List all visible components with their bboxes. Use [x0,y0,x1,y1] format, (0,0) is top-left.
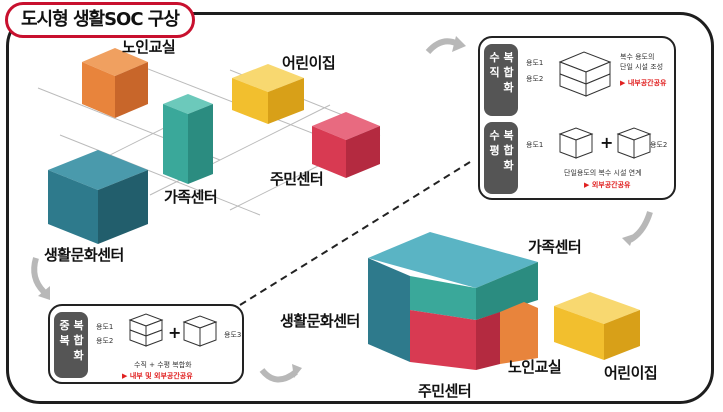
mixed-tag-a: 중복 [59,319,70,347]
vertical-desc: 복수 용도의 단일 시설 조성 [620,53,664,71]
mixed-use3: 용도3 [224,331,242,339]
stacked-box-icon [558,51,612,97]
horizontal-tag-b: 복합화 [503,129,514,172]
dashed-connector [239,161,471,306]
mixed-result: ▶ 내부 및 외부공간공유 [122,372,193,380]
merged-label-culture-center: 생활문화센터 [280,312,360,330]
mixed-complexation-panel: 중복 복합화 용도1 용도2 + 용도3 수직 + 수평 복합화 ▶ 내부 및 … [48,304,244,384]
vertical-use1: 용도1 [526,59,544,67]
daycare-box [232,64,304,124]
mixed-tag: 중복 복합화 [54,312,88,378]
merged-label-daycare: 어린이집 [604,364,658,382]
vertical-tag-a: 수직 [489,51,500,79]
complexation-panel: 수직 복합화 용도1 용도2 복수 용도의 단일 시설 조성 ▶ 내부공간공유 … [478,36,676,200]
vertical-use2: 용도2 [526,75,544,83]
merged-label-family-center: 가족센터 [528,238,582,256]
side-by-side-box-icon: + [558,127,652,159]
merged-label-resident-center: 주민센터 [418,382,472,400]
horizontal-result: ▶ 외부공간공유 [584,181,631,189]
mixed-tag-b: 복합화 [73,319,84,362]
senior-class-cube [82,48,148,118]
horizontal-use2: 용도2 [650,141,668,149]
horizontal-tag-a: 수평 [489,129,500,157]
label-family-center: 가족센터 [164,188,218,206]
horizontal-desc: 단일용도의 복수 시설 연계 [564,169,642,177]
family-center-box [163,94,213,184]
mixed-box-icon: + [128,313,218,347]
vertical-tag: 수직 복합화 [484,44,518,116]
vertical-tag-b: 복합화 [503,51,514,94]
horizontal-tag: 수평 복합화 [484,122,518,194]
merged-label-senior-class: 노인교실 [508,358,562,376]
diagram-frame [6,12,714,404]
arrow-heads [38,36,634,378]
culture-center-cube [48,150,148,244]
label-senior-class: 노인교실 [122,38,176,56]
label-daycare: 어린이집 [282,54,336,72]
mixed-desc: 수직 + 수평 복합화 [134,361,192,369]
vertical-result: ▶ 내부공간공유 [620,79,667,87]
horizontal-use1: 용도1 [526,141,544,149]
svg-text:+: + [600,133,613,152]
label-resident-center: 주민센터 [270,170,324,188]
page-title: 도시형 생활SOC 구상 [5,2,195,38]
resident-center-cube [312,112,380,178]
mixed-use1: 용도1 [96,323,114,331]
label-culture-center: 생활문화센터 [44,246,124,264]
svg-text:+: + [168,323,181,342]
mixed-use2: 용도2 [96,337,114,345]
merged-complex [368,232,640,370]
